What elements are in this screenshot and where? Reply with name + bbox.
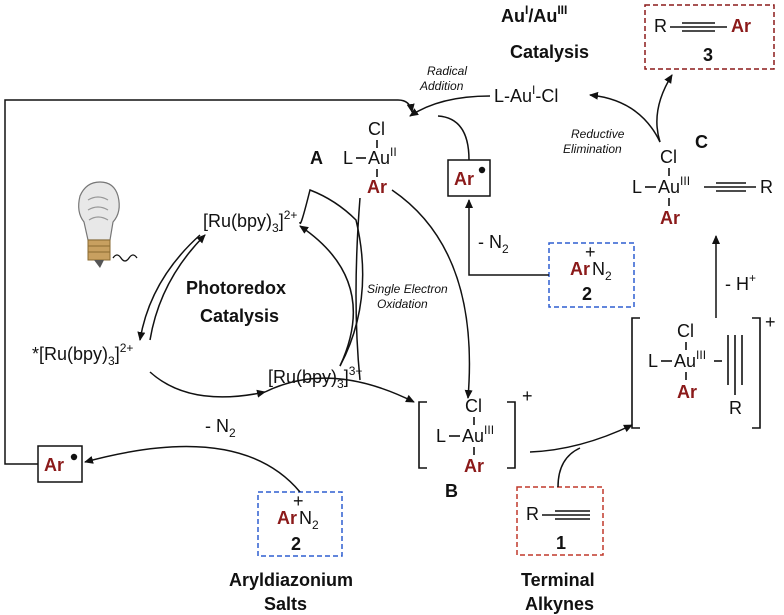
svg-text:L: L (632, 177, 642, 197)
caption-aryldiazonium: Aryldiazonium (229, 570, 353, 590)
complex-b: + Cl L AuIII Ar B (418, 386, 533, 501)
svg-text:A: A (310, 148, 323, 168)
caption-alkynes: Alkynes (525, 594, 594, 614)
arrow-diazonium-to-radical (84, 445, 301, 493)
aryl-radical-box-top: Ar (447, 159, 491, 197)
arrow-c-to-product (656, 74, 673, 143)
arrow-n2-to-radical (465, 199, 549, 276)
svg-text:N2: N2 (592, 259, 612, 283)
svg-text:AuIII: AuIII (462, 423, 494, 446)
svg-text:Cl: Cl (660, 147, 677, 167)
aryl-radical-box-bottom: Ar (37, 445, 83, 483)
svg-text:Ar: Ar (367, 177, 387, 197)
diazonium-box-bottom: + Ar N2 2 (257, 491, 343, 557)
lauicl-complex: L-AuI-Cl (494, 83, 558, 106)
svg-text:Cl: Cl (368, 119, 385, 139)
arrow-ru3-to-ru2-head (299, 225, 355, 367)
svg-text:Catalysis: Catalysis (510, 42, 589, 62)
svg-text:2: 2 (291, 534, 301, 554)
step-radical-addition: Radical (427, 64, 467, 78)
light-wave (112, 254, 138, 262)
step-radical-addition-2: Addition (419, 79, 464, 93)
arrow-c-to-lauicl (589, 91, 661, 143)
arrow-ru3-to-ru2 (299, 188, 364, 367)
arrow-excited-to-ru2 (149, 234, 206, 341)
svg-text:L: L (648, 351, 658, 371)
svg-text:L-AuI-Cl: L-AuI-Cl (494, 83, 558, 106)
svg-text:AuII: AuII (368, 145, 397, 168)
svg-text:Ar: Ar (464, 456, 484, 476)
arrow-ru-oxidation (355, 197, 361, 381)
svg-text:Ar: Ar (731, 16, 751, 36)
step-reductive-elimination: Reductive (571, 127, 625, 141)
svg-text:1: 1 (556, 533, 566, 553)
step-seo: Single Electron (367, 282, 448, 296)
svg-text:AuIII: AuIII (658, 174, 690, 197)
caption-terminal: Terminal (521, 570, 595, 590)
svg-text:+: + (522, 386, 533, 406)
product-3-box: R Ar 3 (644, 4, 775, 70)
arrow-radical-addition (409, 95, 491, 117)
ru-2plus: [Ru(bpy)3]2+ (203, 208, 297, 235)
svg-text:Ar: Ar (677, 382, 697, 402)
complex-a: A Cl L AuII Ar (310, 119, 397, 197)
svg-text:+: + (293, 491, 304, 511)
diazonium-box-mid: + Ar N2 2 (548, 242, 635, 308)
svg-text:+: + (765, 312, 776, 332)
svg-text:N2: N2 (299, 508, 319, 532)
alkyne-1-box: R 1 (516, 486, 604, 556)
minus-n2-left: - N2 (205, 416, 236, 440)
svg-text:AuIII: AuIII (674, 348, 706, 371)
step-seo-2: Oxidation (377, 297, 428, 311)
complex-pi-alkyne: + Cl L AuIII R Ar (631, 312, 776, 429)
arrow-alkyne-in (557, 447, 581, 488)
arrow-ru2-to-excited (137, 234, 201, 341)
svg-text:Ar: Ar (570, 259, 590, 279)
photoredox-title-2: Catalysis (200, 306, 279, 326)
gold-catalysis-title: AuI/AuIII Catalysis (501, 3, 589, 62)
svg-text:R: R (654, 16, 667, 36)
svg-text:C: C (695, 132, 708, 152)
arrow-ru-to-b (264, 377, 415, 403)
minus-n2-mid: - N2 (478, 232, 509, 256)
svg-text:Ar: Ar (44, 455, 64, 475)
arrow-ar-to-addition (437, 115, 470, 161)
svg-text:3: 3 (703, 45, 713, 65)
light-bulb-icon (78, 181, 120, 268)
arrow-a-to-b (391, 189, 473, 399)
arrow-excited-to-ru3 (149, 371, 266, 398)
svg-text:2: 2 (582, 284, 592, 304)
svg-text:Cl: Cl (677, 321, 694, 341)
ru-excited: *[Ru(bpy)3]2+ (32, 341, 133, 368)
photoredox-title: Photoredox (186, 278, 286, 298)
minus-h-plus: - H+ (725, 271, 756, 294)
svg-text:L: L (436, 426, 446, 446)
complex-c: C Cl L AuIII R Ar (632, 132, 773, 228)
svg-text:R: R (760, 177, 773, 197)
svg-text:R: R (729, 398, 742, 418)
svg-text:L: L (343, 148, 353, 168)
svg-text:Ar: Ar (454, 169, 474, 189)
svg-text:Ar: Ar (277, 508, 297, 528)
svg-text:Cl: Cl (465, 396, 482, 416)
svg-text:B: B (445, 481, 458, 501)
ru-3plus: [Ru(bpy)3]3+ (268, 364, 362, 391)
svg-text:AuI/AuIII: AuI/AuIII (501, 3, 567, 26)
step-reductive-elimination-2: Elimination (563, 142, 622, 156)
svg-text:Ar: Ar (660, 208, 680, 228)
caption-salts: Salts (264, 594, 307, 614)
arrow-b-to-pi (529, 424, 633, 453)
svg-text:R: R (526, 504, 539, 524)
svg-text:+: + (585, 242, 596, 262)
